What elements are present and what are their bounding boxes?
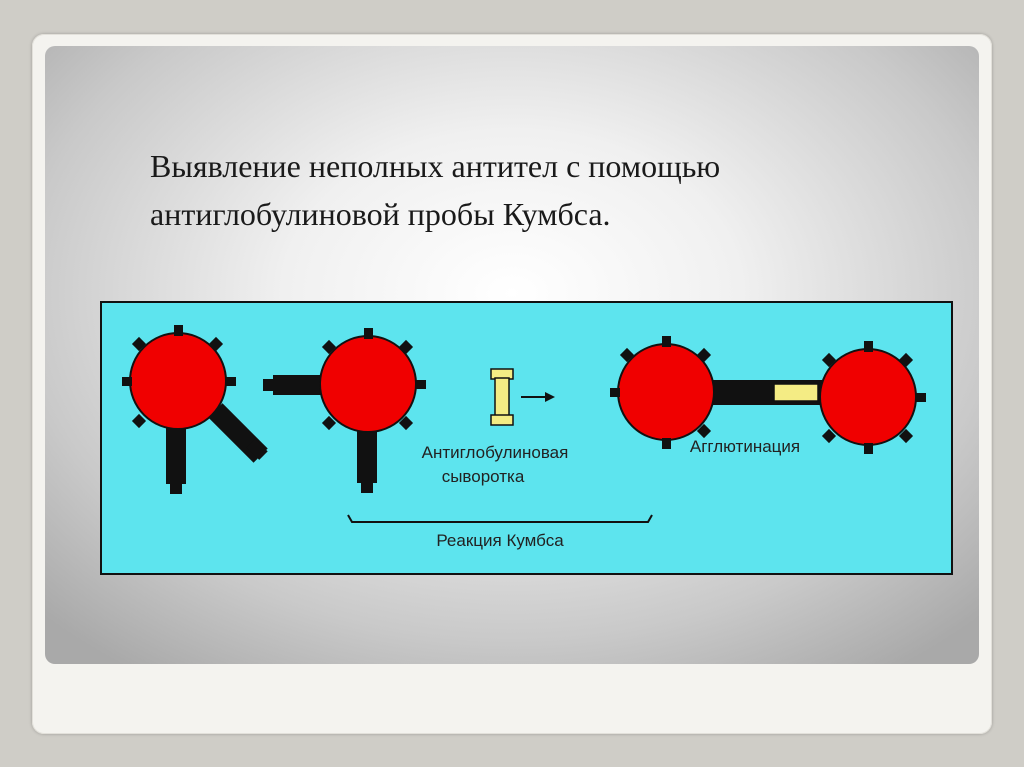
cell-with-bound-antibodies: [263, 328, 426, 493]
receptor: [662, 336, 671, 347]
receptor: [662, 438, 671, 449]
receptor: [208, 336, 224, 352]
red-blood-cell: [129, 332, 227, 430]
receptor: [398, 339, 414, 355]
receptor: [131, 413, 147, 429]
cell-with-incomplete-antibodies: [122, 325, 268, 494]
receptor: [131, 336, 147, 352]
coombs-reaction-label: Реакция Кумбса: [436, 531, 564, 550]
receptor: [321, 339, 337, 355]
receptor: [864, 443, 873, 454]
agglutinated-cells: [610, 336, 926, 454]
red-blood-cell: [819, 348, 917, 446]
red-blood-cell: [617, 343, 715, 441]
antibody-tip: [246, 438, 268, 460]
antibody-stem: [166, 422, 186, 484]
antibody-tip: [263, 379, 275, 391]
antiglobulin-link: [773, 383, 819, 402]
red-blood-cell: [319, 335, 417, 433]
receptor: [416, 380, 426, 389]
antibody-stem: [273, 375, 323, 395]
receptor: [174, 325, 183, 336]
receptor: [696, 423, 712, 439]
slide-title-line-1: Выявление неполных антител с помощью: [150, 148, 721, 184]
slide-title: Выявление неполных антител с помощью ант…: [150, 142, 720, 238]
receptor: [610, 388, 620, 397]
receptor: [619, 347, 635, 363]
reaction-arrow: [521, 392, 555, 402]
antibody-tip: [361, 479, 373, 493]
receptor: [821, 428, 837, 444]
receptor: [821, 352, 837, 368]
coombs-diagram-svg: Антиглобулиновая сыворотка Агглютинация …: [100, 301, 953, 575]
coombs-diagram: Антиглобулиновая сыворотка Агглютинация …: [100, 301, 953, 575]
receptor: [398, 415, 414, 431]
receptor: [364, 328, 373, 339]
antiglobulin-label-line-2: сыворотка: [442, 467, 525, 486]
receptor: [898, 352, 914, 368]
coombs-reaction-bracket: [347, 514, 653, 523]
receptor: [122, 377, 132, 386]
antibody-tip: [170, 479, 182, 494]
antiglobulin-body: [494, 377, 510, 417]
receptor: [321, 415, 337, 431]
receptor: [916, 393, 926, 402]
slide-title-line-2: антиглобулиновой пробы Кумбса.: [150, 196, 611, 232]
slide: Выявление неполных антител с помощью ант…: [45, 46, 979, 664]
antiglobulin-molecule: [490, 368, 514, 426]
receptor: [226, 377, 236, 386]
receptor: [898, 428, 914, 444]
agglutination-label: Агглютинация: [690, 437, 800, 456]
antiglobulin-label-line-1: Антиглобулиновая: [422, 443, 569, 462]
receptor: [696, 347, 712, 363]
antibody-stem: [357, 427, 377, 483]
antiglobulin-bottom: [490, 414, 514, 426]
receptor: [864, 341, 873, 352]
